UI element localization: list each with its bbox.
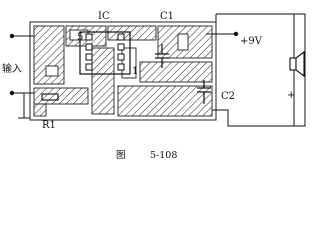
pcb-board-outline xyxy=(29,21,217,121)
input-label: 输入 xyxy=(2,62,22,75)
supply-label: +9V xyxy=(240,36,263,47)
r1-label: R1 xyxy=(42,120,56,131)
figure-caption-word: 图 xyxy=(116,150,126,161)
pcb-layout-diagram: IC C1 +9V 输入 R1 C2 5 1 + 图 5-108 xyxy=(2,11,306,161)
speaker-icon xyxy=(289,50,305,78)
copper-gaps xyxy=(45,29,189,79)
r1-resistor xyxy=(41,93,59,101)
c1-capacitor xyxy=(155,44,169,68)
c2-capacitor xyxy=(197,80,211,104)
figure-caption-number: 5-108 xyxy=(150,150,177,161)
terminal-dots xyxy=(9,31,239,96)
copper-traces xyxy=(33,25,213,117)
c2-label: C2 xyxy=(221,91,235,102)
c1-label: C1 xyxy=(160,11,174,22)
ic-pins xyxy=(85,33,125,71)
speaker-plus-label: + xyxy=(287,90,295,101)
ic-pin1-label: 1 xyxy=(132,66,138,77)
ic-label: IC xyxy=(98,11,110,22)
ic-outline xyxy=(79,31,131,75)
external-wires xyxy=(12,13,306,127)
ic-pin5-label: 5 xyxy=(77,32,83,43)
